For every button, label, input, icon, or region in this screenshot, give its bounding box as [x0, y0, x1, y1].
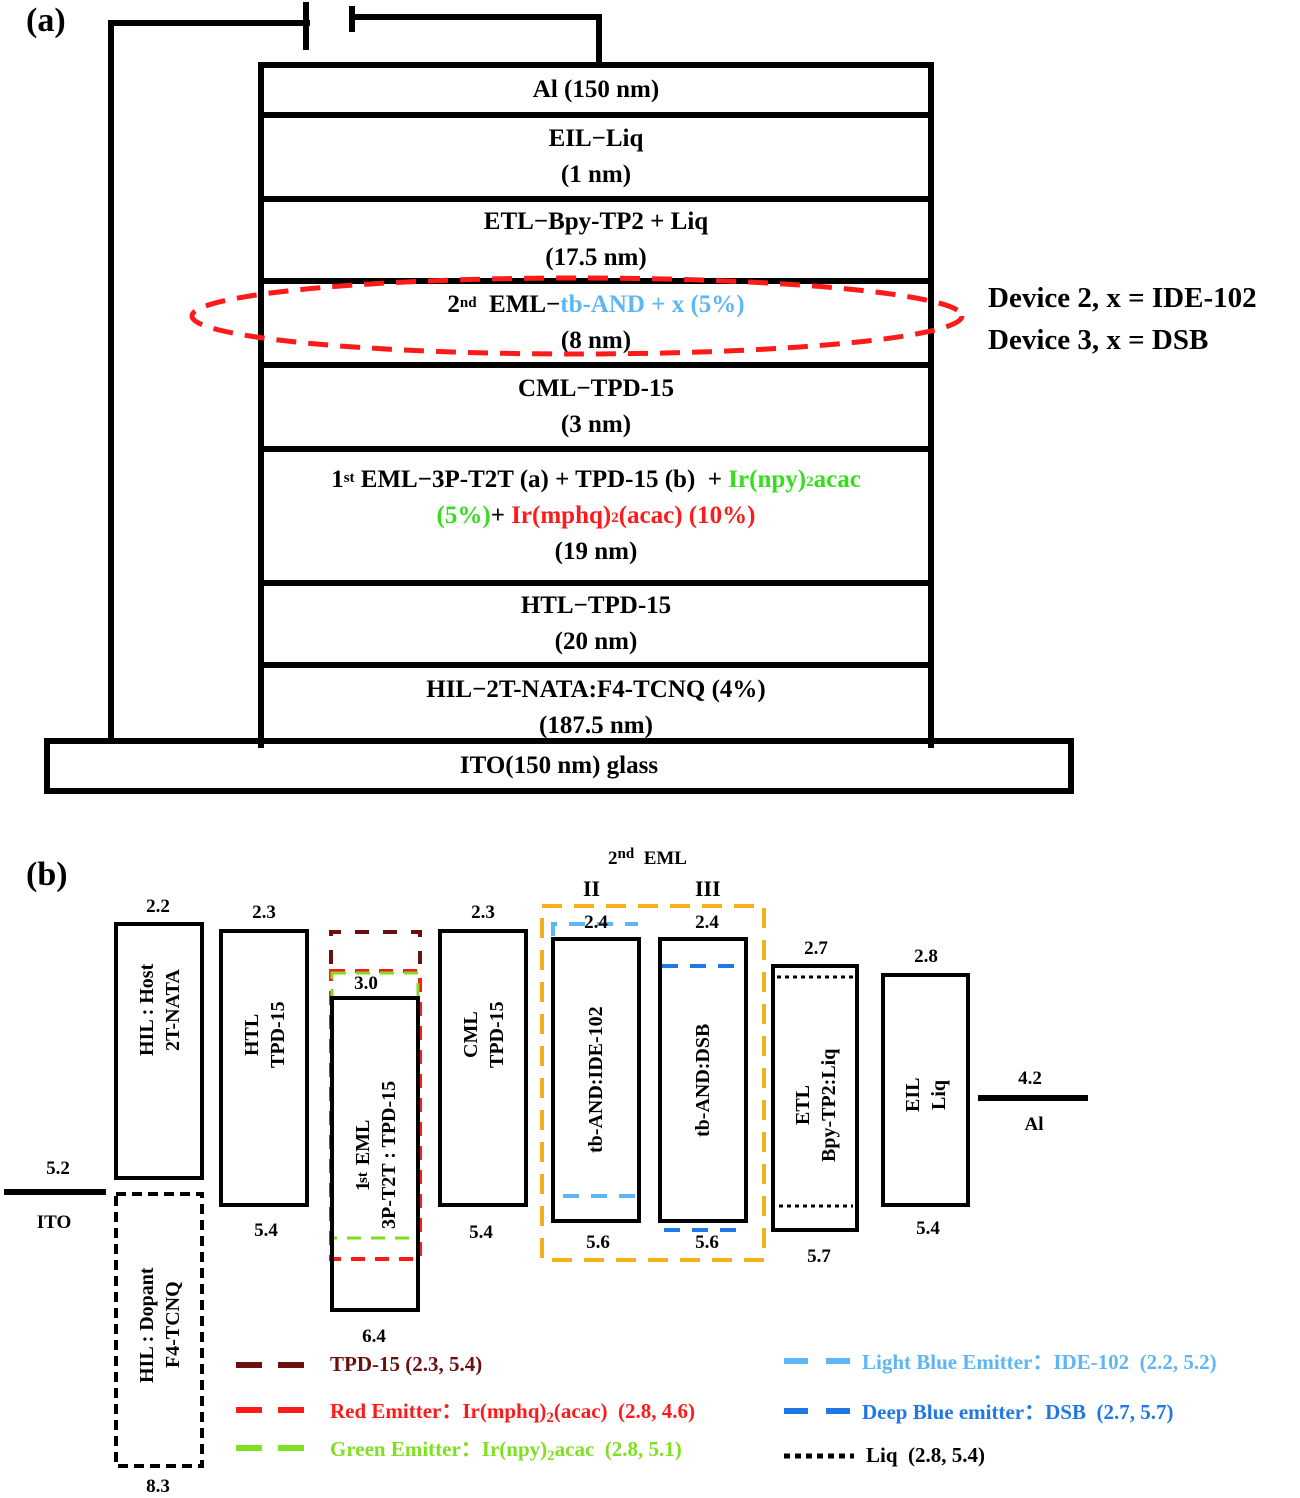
- htl-block: [219, 929, 309, 1207]
- hil-dopant-block: [114, 1192, 204, 1468]
- cml-block: [438, 929, 528, 1207]
- eml2-ii-homo: 5.6: [586, 1232, 610, 1253]
- al-label: Al: [1024, 1114, 1044, 1135]
- etl-lumo: 2.7: [804, 938, 828, 959]
- eml1-block: [330, 996, 420, 1312]
- legend-swatch-dashed: [236, 1407, 316, 1413]
- legend-swatch-dashed: [236, 1361, 316, 1368]
- panel-a-label: (a): [26, 2, 66, 39]
- eml2-iii-block: [658, 937, 748, 1223]
- legend-swatch-dotted: [784, 1453, 854, 1458]
- energy-level-diagram: [4, 904, 1088, 1468]
- legend-green-emitter: Green Emitter：Ir(npy)2acac (2.8, 5.1): [236, 1433, 682, 1464]
- ito-label: ITO: [36, 1212, 72, 1233]
- htl-homo: 5.4: [254, 1220, 278, 1241]
- legend-light-blue-emitter: Light Blue Emitter：IDE-102 (2.2, 5.2): [784, 1346, 1217, 1376]
- legend-liq: Liq (2.8, 5.4): [784, 1443, 985, 1468]
- hil-host-block: [114, 922, 204, 1180]
- device-note-2: Device 2, x = IDE-102: [988, 282, 1257, 314]
- eml1-homo: 6.4: [362, 1326, 386, 1347]
- layer-eml2: 2nd EML−tb-AND + x (5%) (8 nm): [264, 284, 928, 368]
- eml2-ii-block: [551, 937, 641, 1223]
- group-label-iii: III: [695, 876, 721, 901]
- layer-eml1: 1st EML−3P-T2T (a) + TPD-15 (b) + Ir(npy…: [264, 452, 928, 586]
- eml2-iii-label: tb-AND:DSB: [692, 1023, 714, 1137]
- eml2-group-box: [540, 904, 766, 1262]
- etl-homo: 5.7: [807, 1246, 831, 1267]
- eml2-title: 2nd EML: [608, 846, 687, 869]
- battery-plate-long: [303, 2, 309, 50]
- ito-glass-substrate: ITO(150 nm) glass: [44, 738, 1074, 794]
- highlight-ellipse: [189, 275, 965, 357]
- legend-swatch-dashed: [784, 1358, 854, 1364]
- eil-block: [881, 973, 970, 1207]
- eml2-iii-homo: 5.6: [695, 1232, 719, 1253]
- layer-htl: HTL−TPD-15 (20 nm): [264, 586, 928, 668]
- tpd15-level-top: [329, 930, 422, 964]
- eml2-iii-lumo: 2.4: [695, 912, 719, 933]
- hil-lumo: 2.2: [146, 896, 170, 917]
- legend-tpd15: TPD-15 (2.3, 5.4): [236, 1352, 482, 1377]
- cml-homo: 5.4: [469, 1222, 493, 1243]
- layer-al: Al (150 nm): [264, 68, 928, 118]
- legend-red-emitter: Red Emitter：Ir(mphq)2(acac) (2.8, 4.6): [236, 1395, 695, 1426]
- cml-lumo: 2.3: [471, 902, 495, 923]
- panel-b-label: (b): [26, 856, 68, 893]
- layer-etl: ETL−Bpy-TP2 + Liq (17.5 nm): [264, 202, 928, 284]
- legend-swatch-dashed: [784, 1408, 854, 1414]
- group-label-ii: II: [583, 876, 601, 901]
- ito-value: 5.2: [46, 1158, 70, 1179]
- eil-homo: 5.4: [916, 1218, 940, 1239]
- eml2-ii-label: tb-AND:IDE-102: [585, 1006, 607, 1154]
- device-stack: Al (150 nm) EIL−Liq (1 nm) ETL−Bpy-TP2 +…: [258, 62, 934, 748]
- eml1-lumo: 3.0: [354, 973, 378, 994]
- layer-eil: EIL−Liq (1 nm): [264, 118, 928, 202]
- layer-cml: CML−TPD-15 (3 nm): [264, 368, 928, 452]
- etl-block: [771, 964, 859, 1232]
- al-value: 4.2: [1018, 1068, 1042, 1089]
- legend-deep-blue-emitter: Deep Blue emitter：DSB (2.7, 5.7): [784, 1396, 1173, 1426]
- legend-swatch-dashed: [236, 1445, 316, 1451]
- eml2-dopant-text: tb-AND + x (5%): [560, 291, 745, 318]
- hil-dopant-homo: 8.3: [146, 1476, 170, 1497]
- device-note-3: Device 3, x = DSB: [988, 324, 1209, 356]
- eil-lumo: 2.8: [914, 946, 938, 967]
- eml2-ii-lumo: 2.4: [584, 912, 608, 933]
- layer-hil: HIL−2T-NATA:F4-TCNQ (4%) (187.5 nm): [426, 676, 766, 739]
- htl-lumo: 2.3: [252, 902, 276, 923]
